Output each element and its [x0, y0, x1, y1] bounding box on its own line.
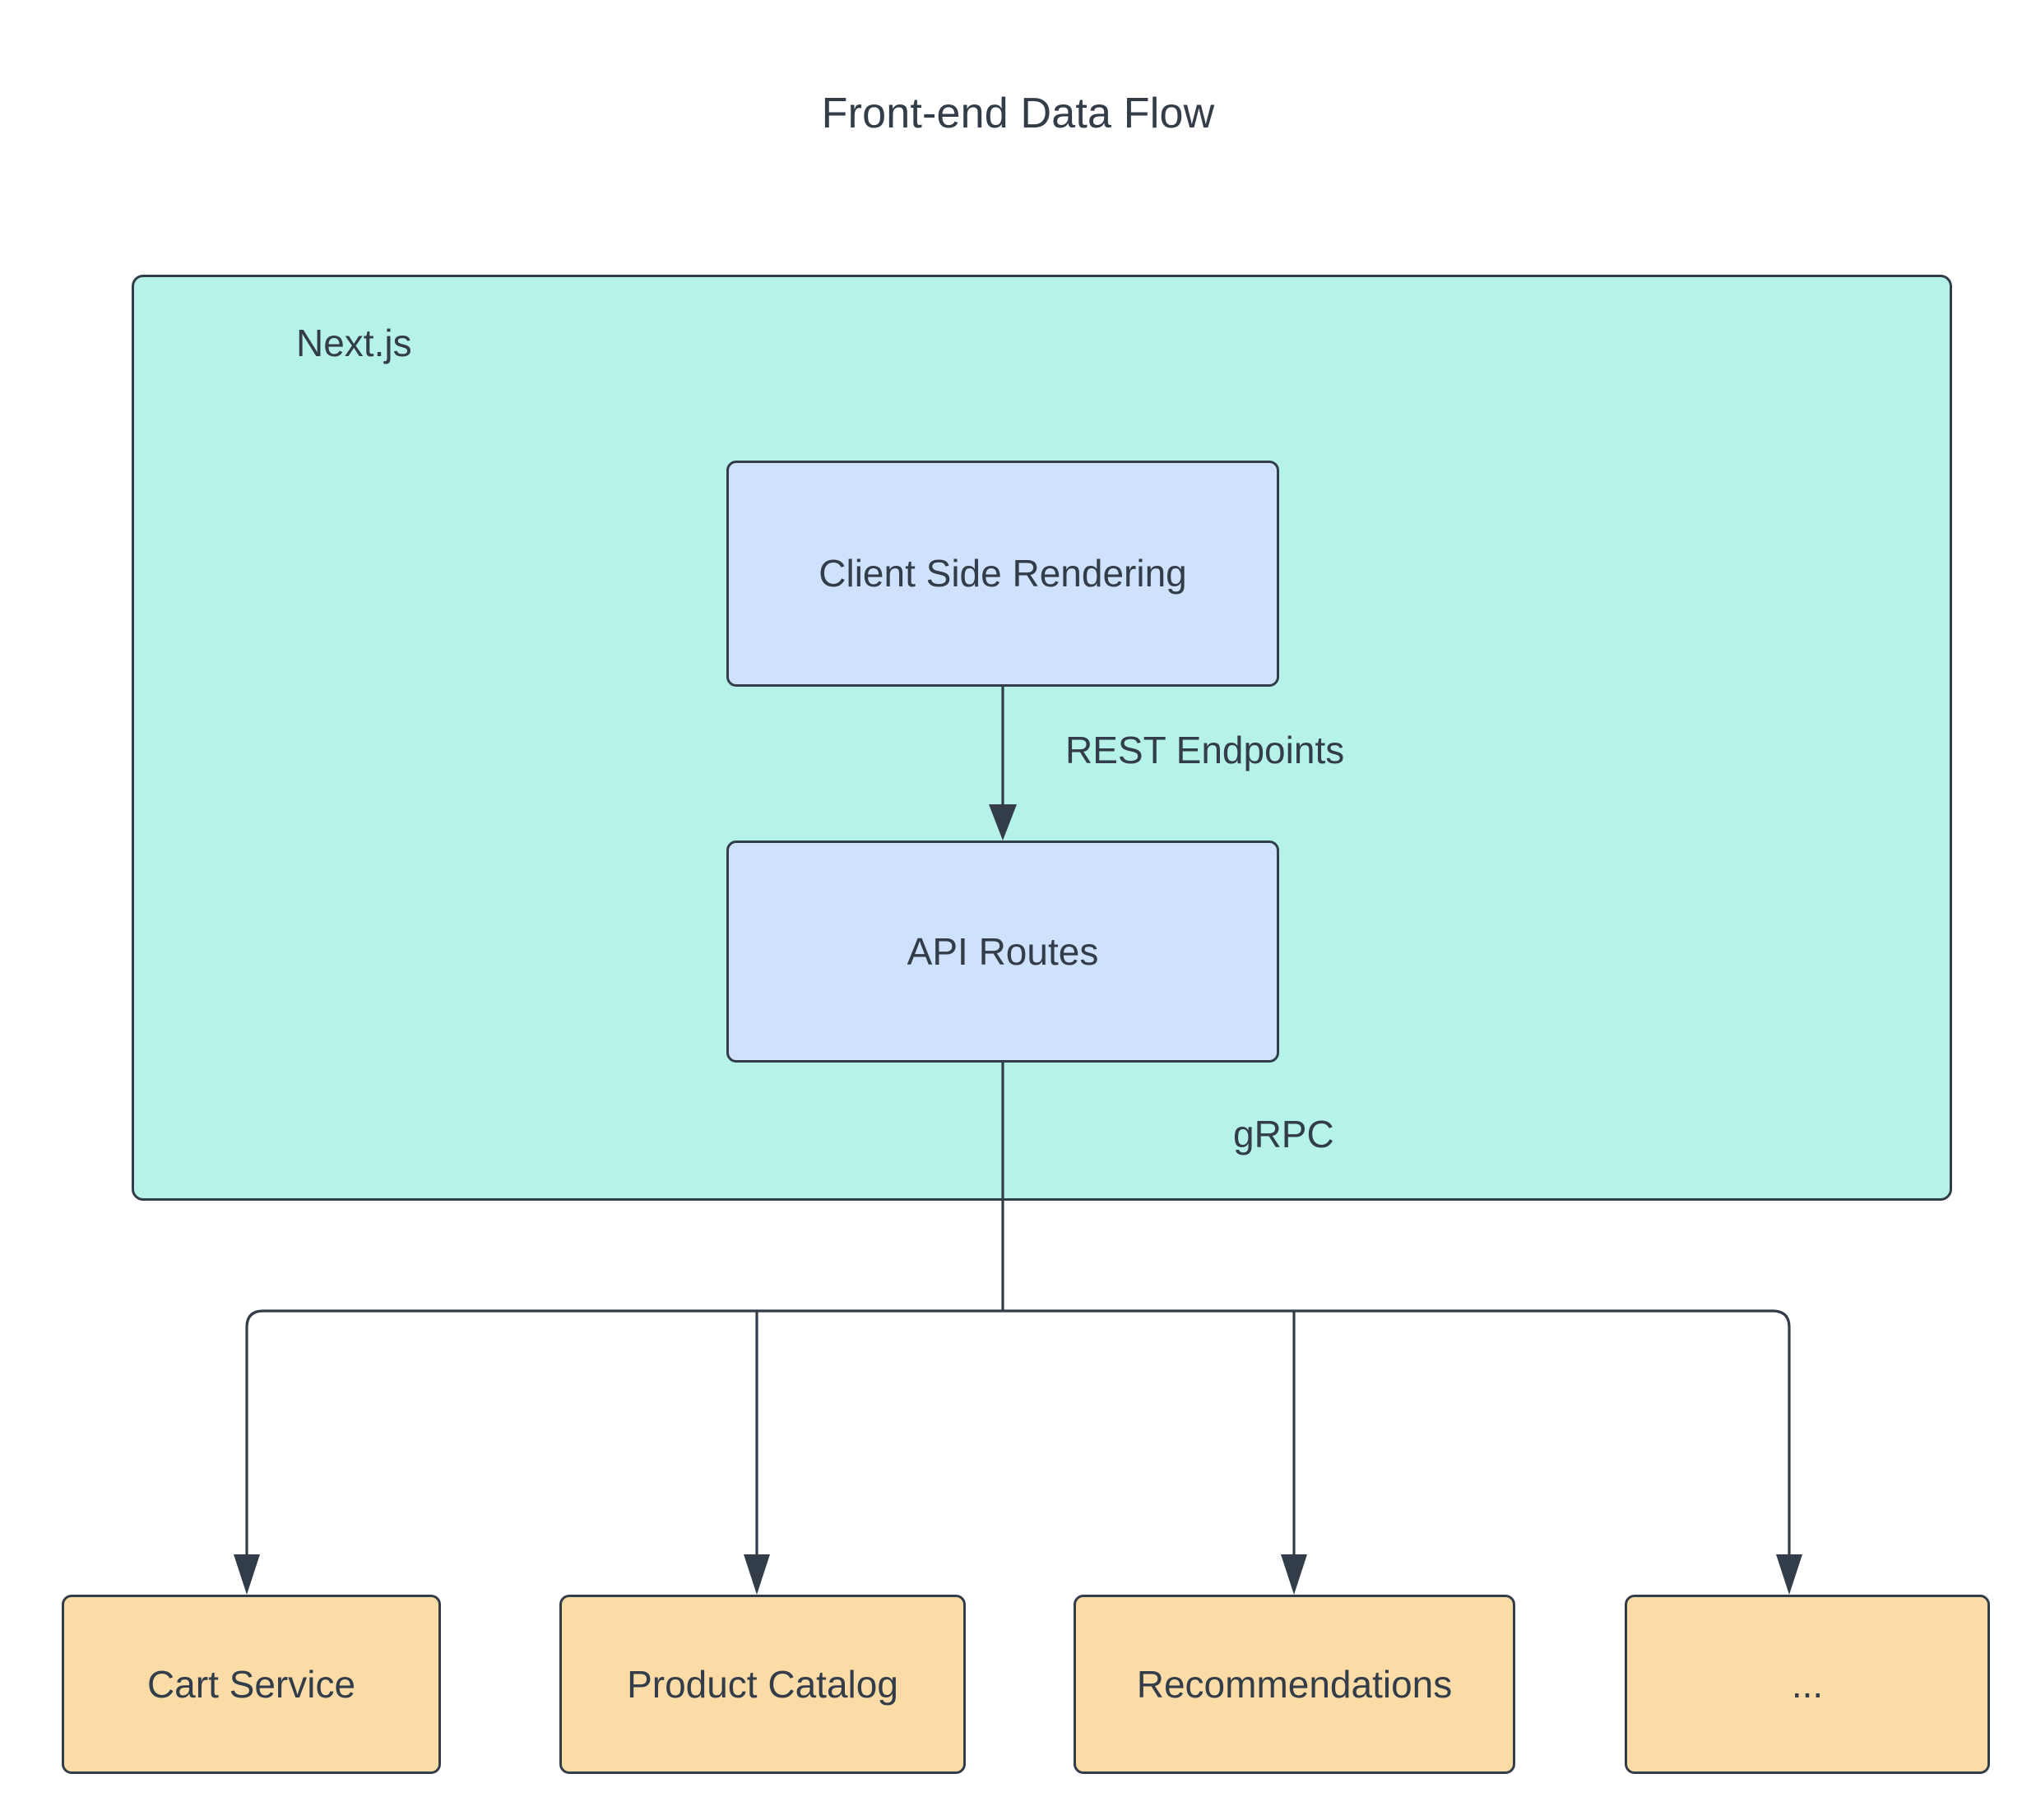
arrowhead-api-to-more [1776, 1554, 1802, 1595]
arrowhead-api-to-recommendations [1281, 1554, 1307, 1595]
node-more-services[interactable]: ... [1625, 1595, 1990, 1774]
arrowhead-api-to-product [744, 1554, 770, 1595]
diagram-title: Front-end Data Flow [821, 90, 1215, 137]
node-recommendations[interactable]: Recommendations [1074, 1595, 1515, 1774]
edge-label-rest-endpoints: REST Endpoints [1065, 729, 1345, 771]
subgraph-label-nextjs: Next.js [296, 322, 412, 364]
edge-bus-right [1003, 1309, 1791, 1558]
node-cart-service[interactable]: Cart Service [62, 1595, 441, 1774]
arrowhead-api-to-cart [234, 1554, 260, 1595]
node-product-catalog[interactable]: Product Catalog [559, 1595, 966, 1774]
edge-bus-left [245, 1309, 1003, 1558]
node-api-routes[interactable]: API Routes [726, 841, 1279, 1063]
node-client-side-rendering[interactable]: Client Side Rendering [726, 461, 1279, 687]
edge-label-grpc: gRPC [1233, 1113, 1334, 1155]
